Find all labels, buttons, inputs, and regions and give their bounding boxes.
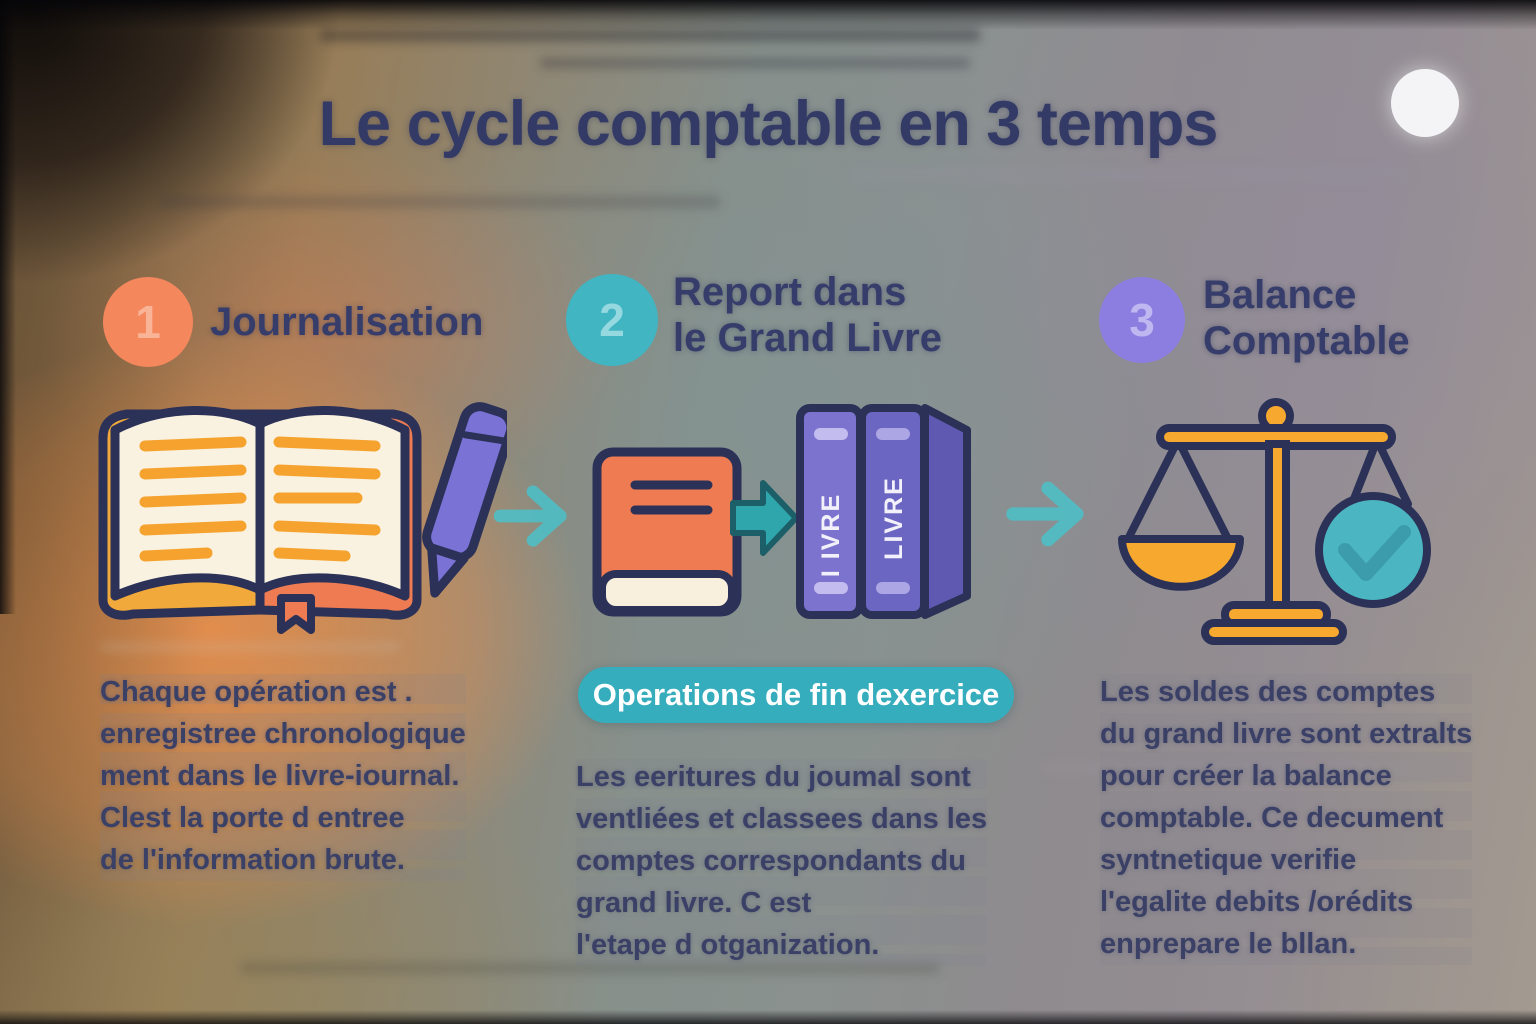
step-2-title: Report dans le Grand Livre xyxy=(673,270,942,360)
end-of-period-operations-badge: Operations de fin dexercice xyxy=(578,667,1014,723)
balance-scale-icon xyxy=(1118,398,1431,645)
scale-pan-icon xyxy=(1118,535,1244,591)
step-3-number-badge: 3 xyxy=(1099,277,1185,363)
flow-right-arrow-icon xyxy=(1006,481,1084,547)
blur-streak xyxy=(850,168,1410,182)
left-dark-edge xyxy=(0,0,16,615)
decorative-white-circle xyxy=(1391,69,1459,137)
closed-book-icon xyxy=(592,447,742,617)
step-1-title: Journalisation xyxy=(210,300,484,344)
bookmark-icon xyxy=(277,594,315,634)
blur-streak xyxy=(1040,762,1460,774)
binder-spine-label-1: I IVRE xyxy=(817,493,845,577)
step-1-number-badge: 1 xyxy=(103,277,193,367)
open-journal-with-pen-icon xyxy=(98,402,507,634)
step-1-number: 1 xyxy=(135,296,161,348)
page-title: Le cycle comptable en 3 temps xyxy=(318,89,1219,159)
step-2-number-badge: 2 xyxy=(566,274,658,366)
open-book-icon xyxy=(98,405,422,634)
blur-streak xyxy=(320,28,980,42)
blur-streak xyxy=(240,962,940,974)
binder-spine-label-2: LIVRE xyxy=(880,476,908,560)
step-1-description: Chaque opération est . enregistree chron… xyxy=(100,671,466,881)
check-circle-icon xyxy=(1315,492,1431,608)
pen-icon xyxy=(422,402,507,598)
step-3-number: 3 xyxy=(1129,294,1155,346)
step-2-number: 2 xyxy=(599,294,625,346)
blur-streak xyxy=(540,58,970,68)
ledger-binders-icon: I IVRE LIVRE xyxy=(796,404,971,619)
step-3-title: Balance Comptable xyxy=(1203,273,1410,363)
transfer-arrow-icon xyxy=(730,480,799,556)
blur-streak xyxy=(100,642,400,652)
step-2-description: Les eeritures du joumal sont ventliées e… xyxy=(576,756,988,966)
step-3-description: Les soldes des comptes du grand livre so… xyxy=(1100,671,1473,965)
blur-streak xyxy=(160,196,720,208)
journal-to-ledger-icon: I IVRE LIVRE xyxy=(592,404,971,619)
flow-right-arrow-icon xyxy=(494,485,567,547)
top-dark-edge xyxy=(0,0,1536,30)
bottom-dark-edge xyxy=(0,1010,1536,1024)
